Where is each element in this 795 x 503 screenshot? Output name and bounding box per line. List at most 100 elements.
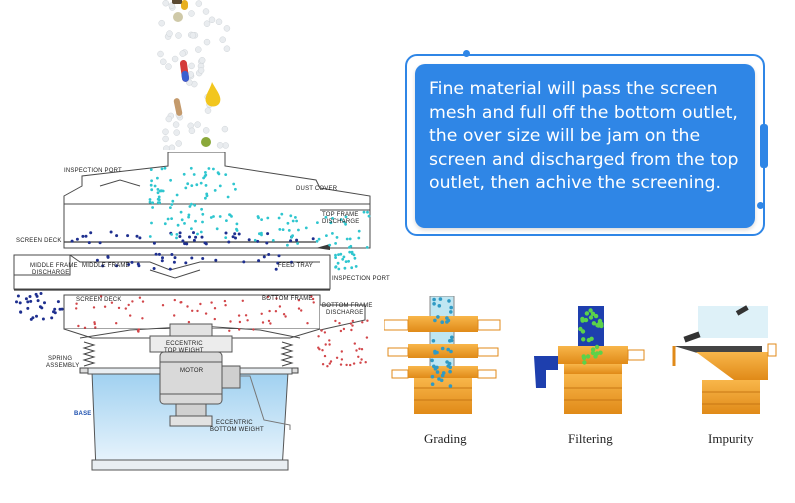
particle (234, 236, 237, 240)
particle (175, 140, 182, 147)
particle (152, 241, 156, 245)
particle (282, 313, 286, 316)
particle (148, 200, 152, 204)
particle (170, 217, 174, 221)
particle (195, 46, 202, 53)
particle (295, 238, 299, 242)
particle (161, 256, 164, 260)
particle (338, 322, 341, 325)
particle (441, 371, 446, 375)
particle (115, 234, 119, 238)
particle (199, 230, 203, 234)
particle (141, 317, 144, 320)
particle (334, 253, 337, 257)
particle (205, 194, 209, 198)
particle (208, 16, 216, 24)
particle (16, 294, 20, 298)
particle (223, 299, 227, 303)
particle (224, 231, 228, 235)
particle (169, 206, 172, 210)
particle (172, 260, 176, 264)
particle (260, 312, 263, 315)
particle (166, 30, 173, 37)
particle (18, 301, 22, 305)
particle (162, 135, 169, 143)
particle (204, 184, 208, 187)
particle (274, 267, 278, 271)
particle (106, 255, 110, 259)
particle (153, 184, 157, 188)
particle (36, 299, 40, 303)
particle (75, 302, 78, 305)
particle (165, 63, 172, 70)
particle (232, 182, 236, 186)
particle (345, 363, 348, 367)
particle (186, 182, 190, 186)
particle (286, 243, 289, 247)
particle (228, 329, 231, 332)
particle (234, 187, 237, 191)
particle (89, 231, 93, 235)
particle (209, 216, 213, 219)
particle (110, 301, 114, 304)
particle (173, 129, 180, 136)
particle (56, 300, 60, 304)
particle (95, 258, 99, 262)
particle (201, 212, 205, 216)
particle (320, 329, 323, 332)
label-spring-2: ASSEMBLY (46, 363, 80, 369)
particle (35, 314, 38, 318)
particle (29, 317, 33, 321)
particle (176, 223, 180, 227)
particle (321, 349, 324, 352)
particle (278, 305, 282, 308)
grading-illustration (384, 296, 501, 414)
particle (207, 167, 211, 170)
particle (359, 361, 362, 364)
particle (349, 322, 353, 325)
callout-text: Fine material will pass the screen mesh … (429, 79, 739, 193)
particle (224, 236, 228, 240)
particle (156, 201, 160, 205)
particle (148, 198, 152, 201)
particle (334, 319, 337, 323)
particle (437, 304, 442, 308)
particle (83, 326, 87, 329)
particle (351, 319, 354, 323)
particle (186, 305, 189, 308)
particle (581, 355, 587, 361)
particle (93, 322, 97, 326)
particle (304, 226, 308, 230)
particle (152, 267, 156, 270)
dust-cover (63, 151, 371, 205)
particle (353, 342, 356, 345)
particle (19, 310, 23, 314)
particle (192, 231, 195, 235)
particle (337, 267, 341, 271)
particle (160, 259, 164, 263)
particle (342, 220, 346, 224)
top-frame (63, 203, 371, 249)
particle (156, 176, 159, 180)
particle (329, 360, 333, 363)
particle (217, 172, 221, 176)
particle (192, 173, 196, 176)
particle (261, 321, 265, 324)
particle (154, 252, 158, 256)
particle (593, 313, 599, 319)
particle (324, 343, 327, 346)
particle (53, 307, 57, 311)
particle (166, 217, 170, 221)
particle (339, 252, 343, 256)
particle (168, 2, 176, 9)
particle (344, 260, 348, 263)
particle (276, 261, 280, 265)
particle (201, 220, 204, 224)
particle (590, 350, 596, 356)
particle (98, 241, 102, 245)
particle (437, 377, 441, 381)
particle (214, 258, 218, 262)
particle (448, 365, 452, 370)
label-top-frame-2: DISCHARGE (322, 219, 360, 225)
